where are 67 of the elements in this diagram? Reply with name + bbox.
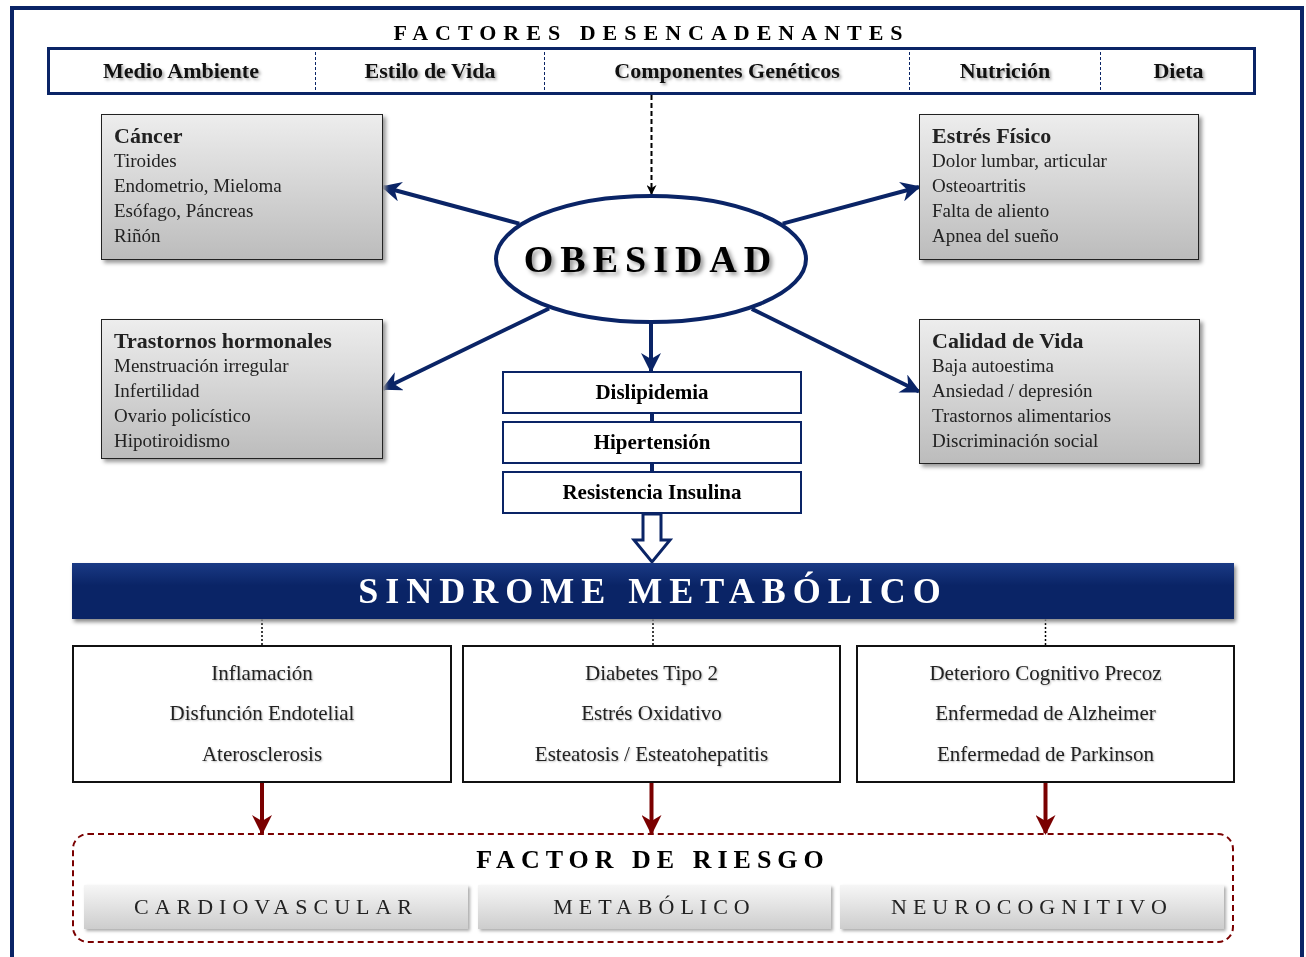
- list-item: Endometrio, Mieloma: [114, 174, 283, 198]
- card-heading: Calidad de Vida: [932, 328, 1085, 353]
- factor-label: Componentes Genéticos: [544, 47, 909, 95]
- condition-box: Dislipidemia: [502, 371, 802, 414]
- effects-box: [72, 645, 452, 783]
- info-card: [919, 114, 1199, 260]
- list-item: Apnea del sueño: [932, 224, 1060, 248]
- info-card: [101, 319, 383, 459]
- risk-label: CARDIOVASCULAR: [84, 885, 468, 929]
- list-item: Trastornos alimentarios: [932, 404, 1113, 428]
- list-item: Esófago, Páncreas: [114, 199, 255, 223]
- list-item: Enfermedad de Alzheimer: [935, 701, 1156, 727]
- arrow: [646, 94, 657, 195]
- list-item: Hipotiroidismo: [114, 429, 232, 453]
- list-item: Aterosclerosis: [201, 742, 323, 768]
- banner: SINDROME METABÓLICO: [72, 563, 1234, 619]
- list-item: Falta de aliento: [932, 199, 1051, 223]
- list-item: Ansiedad / depresión: [932, 379, 1094, 403]
- connector-line: [1044, 618, 1047, 646]
- arrow: [750, 307, 921, 394]
- list-item: Deterioro Cognitivo Precoz: [929, 660, 1162, 686]
- connector-line: [650, 414, 654, 421]
- list-item: Infertilidad: [114, 379, 201, 403]
- effects-box: [462, 645, 841, 783]
- list-item: Esteatosis / Esteatohepatitis: [534, 742, 769, 768]
- condition-box: Resistencia Insulina: [502, 471, 802, 514]
- list-item: Tiroides: [114, 149, 178, 173]
- list-item: Inflamación: [211, 660, 313, 686]
- list-item: Baja autoestima: [932, 354, 1055, 378]
- card-heading: Estrés Físico: [932, 123, 1053, 148]
- factor-label: Nutrición: [909, 47, 1100, 95]
- card-heading: Trastornos hormonales: [114, 328, 333, 353]
- list-item: Diabetes Tipo 2: [585, 660, 718, 686]
- arrow: [782, 182, 921, 226]
- center-label: OBESIDAD: [522, 237, 780, 281]
- arrow: [381, 306, 550, 391]
- list-item: Ovario policístico: [114, 404, 252, 428]
- info-card: [101, 114, 383, 260]
- list-item: Riñón: [114, 224, 162, 248]
- arrow: [641, 324, 661, 373]
- dashed-panel: [72, 833, 1234, 943]
- factor-label: Medio Ambiente: [47, 47, 315, 95]
- list-item: Menstruación irregular: [114, 354, 290, 378]
- list-item: Discriminación social: [932, 429, 1100, 453]
- arrow: [252, 783, 272, 835]
- condition-box: Hipertensión: [502, 421, 802, 464]
- factor-label: Estilo de Vida: [315, 47, 544, 95]
- arrow: [1035, 783, 1056, 835]
- arrow: [381, 182, 520, 226]
- list-item: Enfermedad de Parkinson: [937, 742, 1154, 768]
- factor-label: Dieta: [1100, 47, 1256, 95]
- connector-line: [650, 464, 654, 471]
- card-heading: Cáncer: [114, 123, 184, 148]
- list-item: Disfunción Endotelial: [169, 701, 355, 727]
- section-title: FACTORES DESENCADENANTES: [392, 20, 911, 46]
- panel-title: FACTOR DE RIESGO: [475, 845, 831, 875]
- effects-box: [856, 645, 1235, 783]
- info-card: [919, 319, 1200, 464]
- list-item: Osteoartritis: [932, 174, 1027, 198]
- connector-line: [261, 618, 263, 646]
- risk-label: NEUROCOGNITIVO: [840, 885, 1224, 929]
- risk-label: METABÓLICO: [478, 885, 831, 929]
- connector-line: [652, 618, 654, 646]
- list-item: Estrés Oxidativo: [581, 701, 722, 727]
- list-item: Dolor lumbar, articular: [932, 149, 1108, 173]
- block-arrow: [630, 512, 674, 565]
- arrow: [641, 783, 662, 835]
